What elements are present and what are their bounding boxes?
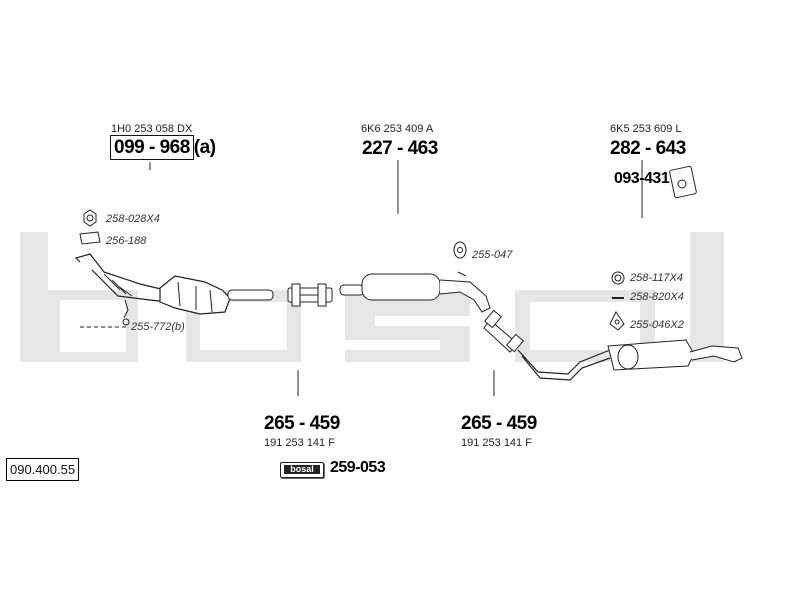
front-part-suffix: (a) bbox=[193, 137, 216, 158]
rear-oe-number: 6K5 253 609 L bbox=[610, 123, 682, 135]
front-pipe-catalyst bbox=[74, 253, 274, 326]
clamp-left-drawing bbox=[287, 283, 333, 307]
clamp-right-part-number[interactable]: 265 - 459 bbox=[461, 413, 537, 434]
ring-drawing bbox=[611, 271, 625, 285]
middle-muffler-drawing bbox=[339, 271, 491, 313]
diagram-reference-number: 090.400.55 bbox=[6, 458, 80, 481]
clamp-right-oe-number: 191 253 141 F bbox=[461, 437, 532, 449]
hanger-mid-label[interactable]: 255-047 bbox=[472, 249, 513, 261]
clamp-left-oe-number: 191 253 141 F bbox=[264, 437, 335, 449]
sensor-label[interactable]: 255-772(b) bbox=[131, 321, 185, 333]
assembly-kit-part-number[interactable]: 259-053 bbox=[330, 459, 386, 476]
rear-mount-part-number[interactable]: 093-431 bbox=[614, 170, 670, 187]
front-part-number[interactable]: 099 - 968 bbox=[110, 135, 194, 160]
hanger-rear-drawing bbox=[609, 311, 625, 331]
middle-oe-number: 6K6 253 409 A bbox=[361, 123, 434, 135]
ring-label[interactable]: 258-117X4 bbox=[630, 272, 684, 284]
nut-label[interactable]: 258-028X4 bbox=[106, 213, 160, 225]
gasket-drawing bbox=[79, 231, 101, 245]
rear-part-number[interactable]: 282 - 643 bbox=[610, 138, 686, 159]
front-oe-number: 1H0 253 058 DX bbox=[111, 123, 193, 135]
gasket-label[interactable]: 256-188 bbox=[106, 235, 147, 247]
rear-muffler-drawing bbox=[517, 339, 743, 381]
nut-drawing bbox=[83, 209, 97, 227]
hanger-mid-drawing bbox=[453, 241, 467, 259]
front-part-number-box: 099 - 968(a) bbox=[110, 135, 216, 160]
bolt-label[interactable]: 258-820X4 bbox=[630, 291, 684, 303]
rear-mount-drawing bbox=[669, 165, 697, 199]
middle-part-number[interactable]: 227 - 463 bbox=[362, 138, 438, 159]
clamp-right-drawing bbox=[483, 309, 525, 353]
clamp-left-part-number[interactable]: 265 - 459 bbox=[264, 413, 340, 434]
bosal-kit-logo: bosal bbox=[284, 465, 320, 474]
bosal-kit-badge: bosal bbox=[280, 462, 324, 478]
hanger-rear-label[interactable]: 255-046X2 bbox=[630, 319, 684, 331]
